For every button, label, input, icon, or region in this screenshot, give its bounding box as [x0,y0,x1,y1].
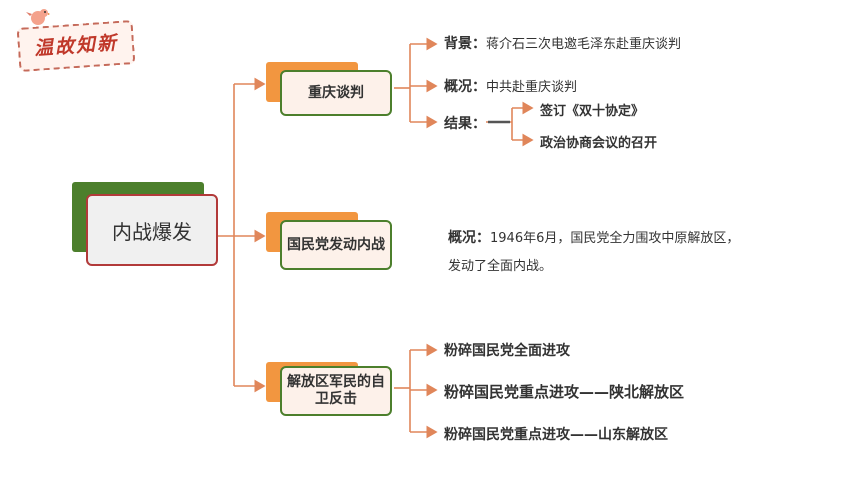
civil-war-key: 概况 [448,230,476,246]
leaf-overview-value: 中共赴重庆谈判 [486,80,578,95]
review-badge-text: 温故知新 [33,32,119,60]
result-item-2: 政治协商会议的召开 [540,136,658,151]
civil-war-value: 1946年6月，国民党全力围攻中原解放区，发动了全面内战。 [448,231,740,274]
leaf-background-key: 背景 [444,36,472,52]
counter-item-2: 粉碎国民党重点进攻——陕北解放区 [444,383,685,401]
leaf-overview-key: 概况 [444,79,472,95]
root-node: 内战爆发 [86,194,218,266]
review-badge: 温故知新 [16,20,136,72]
counter-item-1: 粉碎国民党全面进攻 [444,343,570,359]
result-item-1: 签订《双十协定》 [540,104,645,119]
node-self-defense: 解放区军民的自卫反击 [280,366,392,416]
civil-war-description: 概况：1946年6月，国民党全力围攻中原解放区，发动了全面内战。 [448,230,740,274]
leaf-overview: 概况：中共赴重庆谈判 [444,79,578,95]
bird-icon [26,9,50,25]
leaf-result-key: 结果 [444,116,472,132]
leaf-background: 背景：蒋介石三次电邀毛泽东赴重庆谈判 [444,36,682,52]
node-kmt-civil-war: 国民党发动内战 [280,220,392,270]
counter-item-3: 粉碎国民党重点进攻——山东解放区 [444,427,668,443]
leaf-background-value: 蒋介石三次电邀毛泽东赴重庆谈判 [486,37,682,52]
node-chongqing-talks: 重庆谈判 [280,70,392,116]
leaf-result: 结果： [444,116,486,132]
